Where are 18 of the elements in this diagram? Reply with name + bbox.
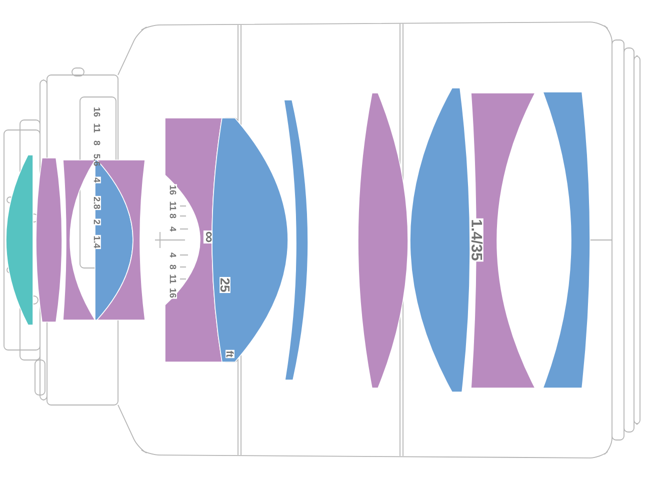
aperture-scale-number: 1.4 [93, 234, 101, 250]
aperture-scale-number: 4 [93, 176, 101, 184]
depth-scale-number: 16 [169, 184, 177, 196]
aperture-scale-number: 2 [93, 218, 101, 226]
aperture-scale-number: 5.6 [94, 154, 100, 166]
depth-scale-number: 11 [170, 274, 176, 284]
depth-scale-number: 4 [170, 252, 176, 258]
aperture-scale-number: 8 [94, 140, 100, 146]
depth-scale-number: 4 [170, 226, 176, 232]
depth-scale-number: 11 [170, 202, 176, 210]
depth-scale-number: 16 [169, 287, 177, 299]
aperture-scale-number: 16 [94, 108, 100, 117]
aperture-scale-number: 2.8 [93, 196, 101, 210]
depth-scale-number: 8 [170, 264, 176, 270]
focus-scale-number: 25 [220, 276, 230, 294]
aperture-scale-number: 11 [94, 124, 100, 132]
lens-spec-label: 1.4/35 [470, 218, 484, 262]
depth-scale-number: 8 [170, 214, 176, 218]
